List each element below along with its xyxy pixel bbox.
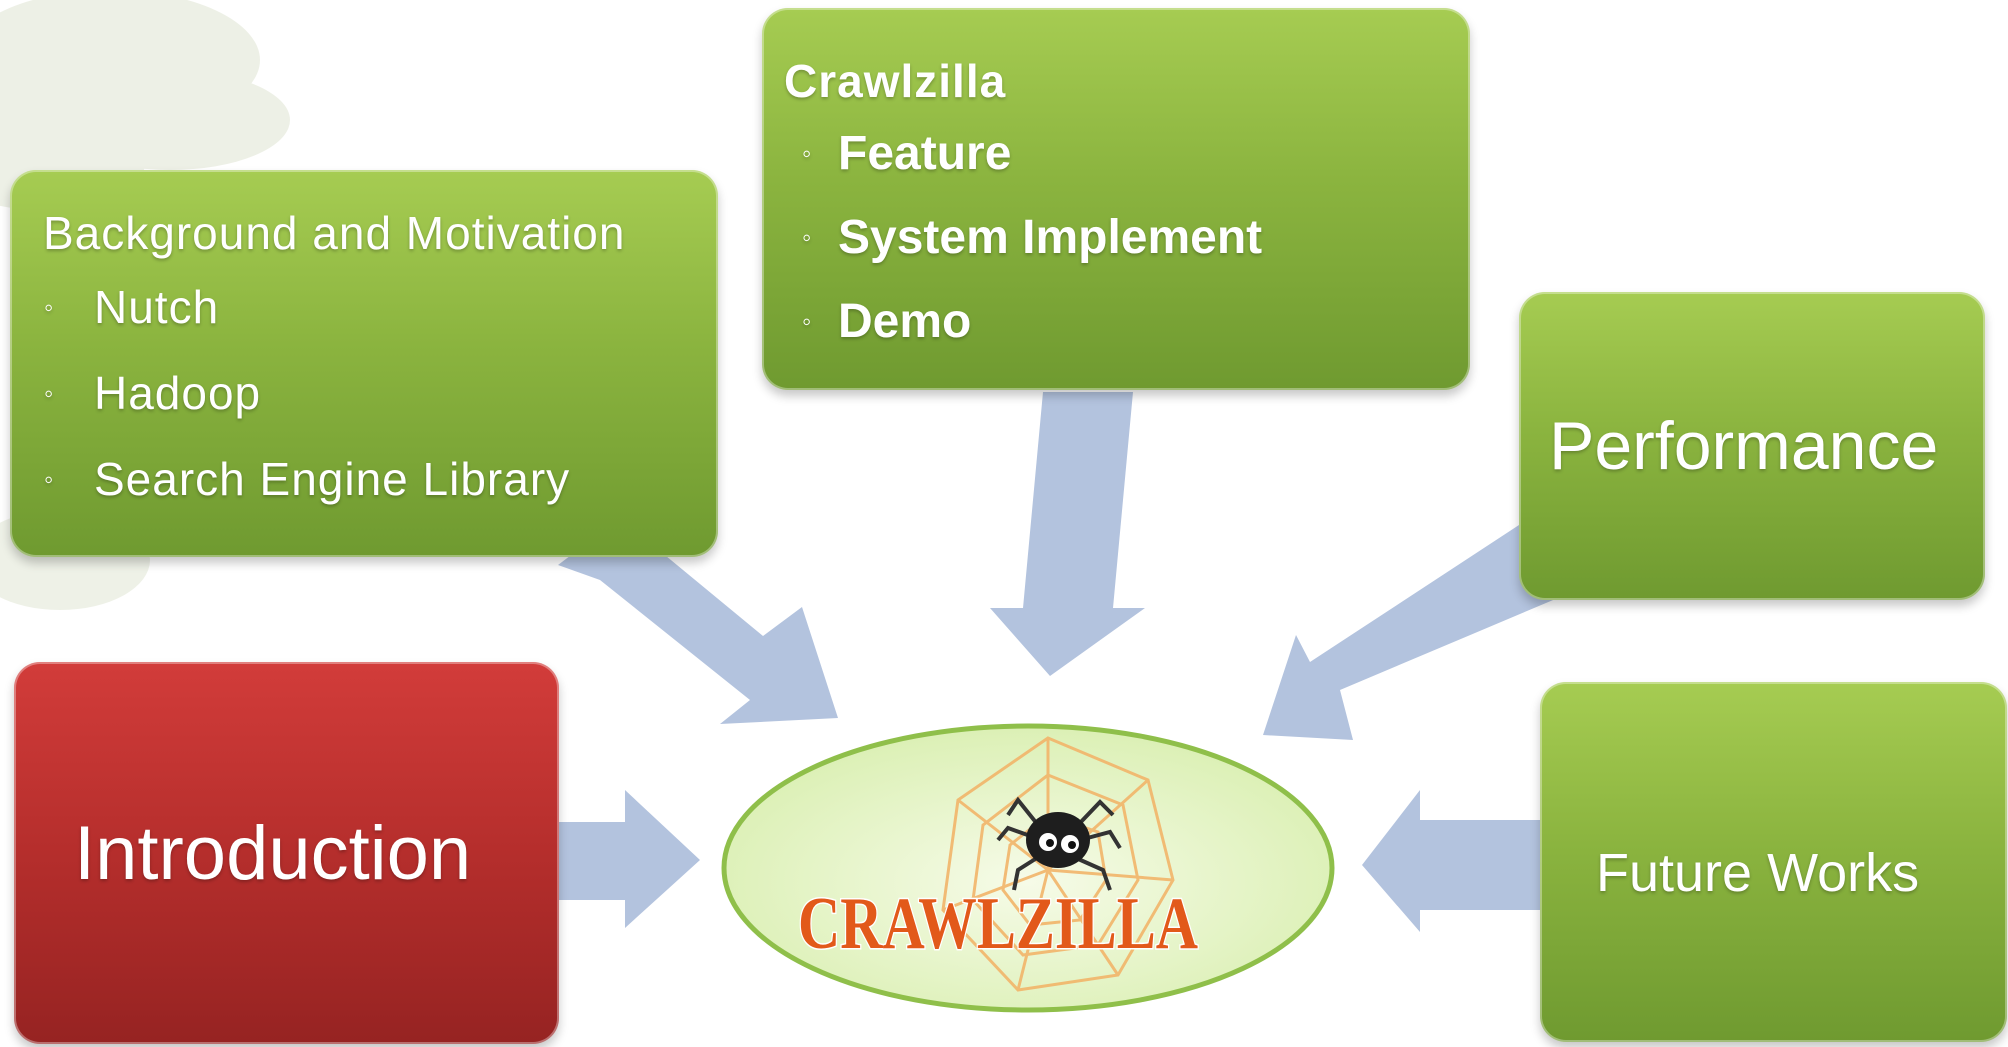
- crawlzilla-title: Crawlzilla: [784, 55, 1007, 107]
- bullet-icon: ◦: [44, 464, 55, 494]
- list-item: ◦Feature: [802, 127, 1012, 180]
- arrow-from-performance: [1263, 525, 1565, 740]
- bullet-icon: ◦: [44, 292, 55, 322]
- introduction-title: Introduction: [74, 811, 472, 896]
- introduction-box: Introduction: [14, 662, 559, 1044]
- performance-box: Performance: [1519, 292, 1985, 600]
- crawlzilla-logo: CRAWLZILLA: [798, 883, 1198, 965]
- list-item: ◦System Implement: [802, 211, 1263, 264]
- bullet-icon: ◦: [802, 222, 812, 252]
- performance-title: Performance: [1549, 408, 1939, 484]
- bullet-icon: ◦: [44, 378, 55, 408]
- spider-icon: [996, 796, 1122, 891]
- list-item: ◦Search Engine Library: [44, 453, 571, 505]
- list-item: ◦Hadoop: [44, 367, 262, 419]
- arrow-from-crawlzilla: [990, 392, 1145, 676]
- future-works-title: Future Works: [1596, 843, 1920, 903]
- bullet-icon: ◦: [802, 138, 812, 168]
- list-item: ◦Demo: [802, 295, 972, 348]
- background-topic-list: ◦Nutch ◦Hadoop ◦Search Engine Library: [44, 280, 570, 538]
- crawlzilla-box: Crawlzilla ◦Feature ◦System Implement ◦D…: [762, 8, 1470, 390]
- background-motivation-box: Background and Motivation ◦Nutch ◦Hadoop…: [10, 170, 718, 557]
- future-works-box: Future Works: [1540, 682, 2007, 1042]
- bullet-icon: ◦: [802, 306, 812, 336]
- background-motivation-title: Background and Motivation: [43, 207, 626, 259]
- list-item: ◦Nutch: [44, 281, 220, 333]
- arrow-from-introduction: [559, 790, 700, 928]
- arrow-from-future-works: [1362, 790, 1540, 932]
- crawlzilla-hub: CRAWLZILLA: [721, 723, 1335, 1013]
- arrow-from-background: [558, 518, 838, 724]
- crawlzilla-topic-list: ◦Feature ◦System Implement ◦Demo: [802, 126, 1262, 378]
